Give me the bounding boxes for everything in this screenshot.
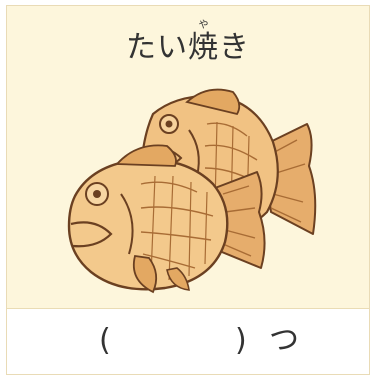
open-paren: ( xyxy=(99,323,111,358)
title-kana-after: き xyxy=(219,30,250,65)
answer-input[interactable] xyxy=(129,325,237,359)
close-paren: ) xyxy=(235,323,247,358)
question-card: たい焼やき xyxy=(6,5,370,375)
picture-area: たい焼やき xyxy=(7,6,369,309)
front-taiyaki xyxy=(67,144,266,294)
taiyaki-icon xyxy=(67,88,317,294)
answer-row: ( ) つ xyxy=(7,309,369,374)
title-kanji: 焼 xyxy=(188,30,219,65)
title-kanji-ruby: 焼や xyxy=(188,20,219,65)
counter-suffix: つ xyxy=(269,323,299,358)
title-kana-before: たい xyxy=(126,30,188,65)
title-wrap: たい焼やき xyxy=(7,20,369,66)
item-title: たい焼やき xyxy=(126,20,250,65)
title-furigana: や xyxy=(188,20,219,31)
